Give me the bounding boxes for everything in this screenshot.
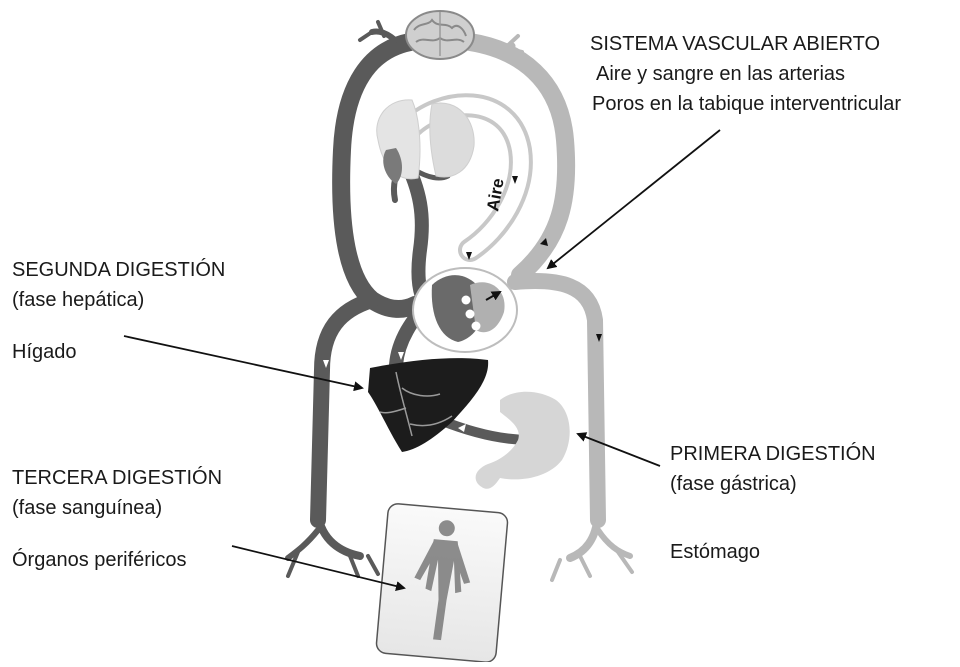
human-body-icon — [376, 503, 509, 662]
heart-icon — [413, 268, 517, 352]
segunda-digestion-sub: (fase hepática) — [12, 288, 144, 312]
tercera-digestion-title: TERCERA DIGESTIÓN — [12, 466, 222, 490]
sistema-vascular-title: SISTEMA VASCULAR ABIERTO — [590, 32, 880, 56]
segunda-digestion-title: SEGUNDA DIGESTIÓN — [12, 258, 225, 282]
organos-arrow — [232, 546, 404, 588]
sistema-vascular-line2: Poros en la tabique interventricular — [592, 92, 901, 116]
higado-label: Hígado — [12, 340, 77, 364]
estomago-label: Estómago — [670, 540, 760, 564]
primera-digestion-sub: (fase gástrica) — [670, 472, 797, 496]
brain-icon — [406, 11, 474, 59]
tercera-digestion-sub: (fase sanguínea) — [12, 496, 162, 520]
primera-digestion-title: PRIMERA DIGESTIÓN — [670, 442, 876, 466]
sistema-vascular-line1: Aire y sangre en las arterias — [596, 62, 845, 86]
liver-icon — [368, 358, 488, 452]
organos-perifericos-label: Órganos periféricos — [12, 548, 187, 572]
